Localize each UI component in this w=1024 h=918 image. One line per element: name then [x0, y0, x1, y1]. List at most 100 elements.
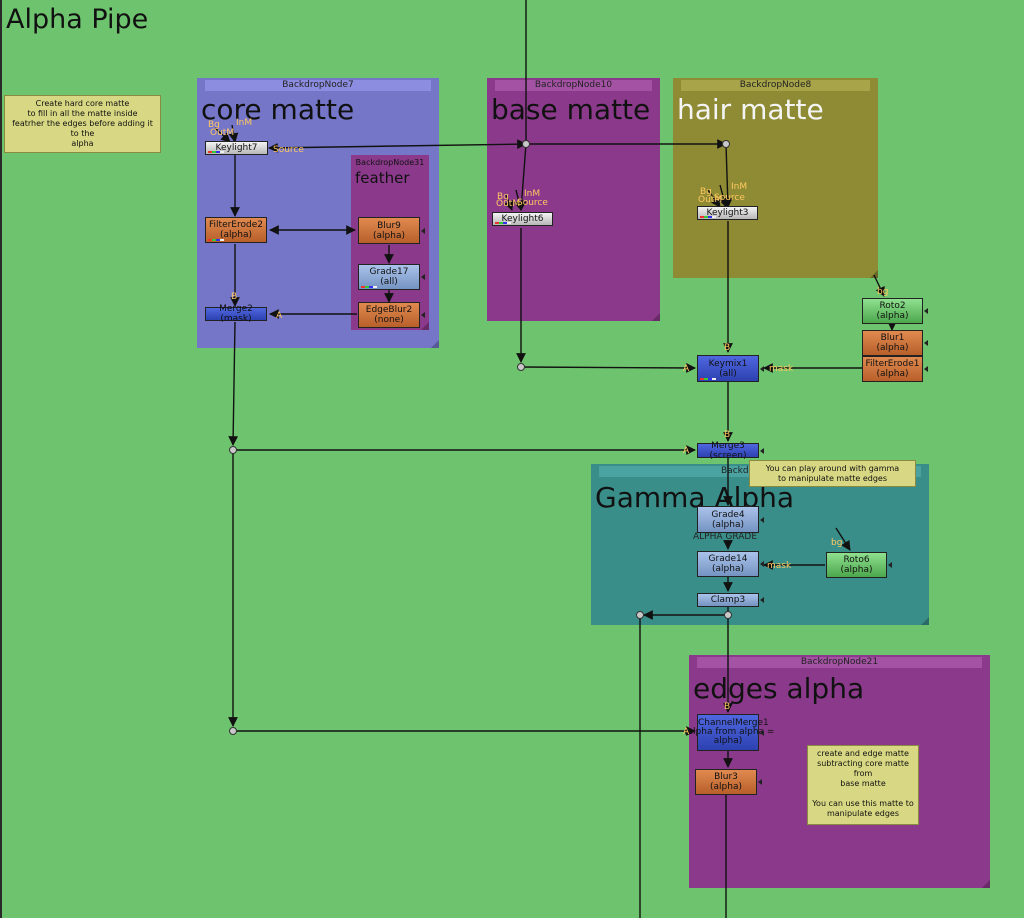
- input-arrow-icon: [760, 729, 764, 736]
- input-arrow-icon: [760, 447, 764, 454]
- node-merge3[interactable]: Merge3 (screen): [697, 440, 764, 461]
- pipe-label-outm: OutM: [698, 195, 723, 205]
- pipe-label-bg: bg: [877, 287, 889, 297]
- resize-handle[interactable]: [921, 617, 929, 625]
- node-label: FilterErode1: [865, 359, 920, 369]
- node-keylight3[interactable]: Keylight3: [697, 206, 758, 220]
- channel-indicator: [361, 286, 377, 288]
- node-sublabel: (alpha): [712, 519, 744, 530]
- pipe-label-b: B: [724, 343, 731, 353]
- node-channelmerge1[interactable]: ChannelMerge1 (alpha from alpha = alpha): [684, 714, 774, 751]
- dot-node[interactable]: [229, 446, 237, 454]
- node-merge2[interactable]: Merge2 (mask): [205, 304, 267, 324]
- node-clamp3[interactable]: Clamp3: [697, 593, 764, 607]
- input-arrow-icon: [760, 365, 764, 372]
- node-grade14[interactable]: Grade14 (alpha): [697, 551, 764, 577]
- pipe-label-bg: Bg: [700, 187, 712, 197]
- pipe-label-outm: OutM: [210, 128, 235, 138]
- dot-node[interactable]: [636, 611, 644, 619]
- pipe-label-inm: InM: [236, 118, 253, 128]
- resize-handle[interactable]: [982, 880, 990, 888]
- node-sublabel: (alpha): [876, 311, 909, 321]
- pipe-label-b: B: [231, 292, 238, 302]
- node-label: EdgeBlur2: [365, 305, 413, 315]
- input-arrow-icon: [924, 308, 928, 314]
- backdrop-hair-matte[interactable]: BackdropNode8 hair matte: [673, 78, 878, 278]
- backdrop-title: core matte: [201, 93, 355, 126]
- node-roto6[interactable]: Roto6 (alpha): [826, 552, 892, 578]
- node-label: FilterErode2: [209, 220, 263, 230]
- dot-node[interactable]: [722, 140, 730, 148]
- pipe-label-outm: OutM: [496, 199, 521, 209]
- node-sublabel: (alpha): [876, 369, 909, 379]
- resize-handle[interactable]: [421, 322, 429, 330]
- backdrop-title: base matte: [491, 93, 651, 126]
- pipe-label-b: B: [724, 702, 731, 712]
- node-sublabel: (alpha): [876, 343, 909, 353]
- node-label: Blur9: [377, 220, 401, 231]
- pipe-label-source: Source: [714, 193, 745, 203]
- backdrop-header: BackdropNode21: [697, 657, 982, 668]
- channel-indicator: [495, 222, 511, 224]
- node-label: Grade17: [369, 267, 409, 277]
- sticky-note-edges[interactable]: create and edge matte subtracting core m…: [807, 745, 919, 825]
- node-filtererode2[interactable]: FilterErode2 (alpha): [205, 217, 267, 243]
- resize-handle[interactable]: [431, 340, 439, 348]
- pipe-label-bg: Bg: [208, 120, 220, 130]
- pipe-label-a: A: [683, 446, 690, 456]
- node-keylight6[interactable]: Keylight6: [492, 212, 553, 226]
- node-grade4[interactable]: Grade4 (alpha): [697, 506, 764, 533]
- sticky-note-gamma[interactable]: You can play around with gamma to manipu…: [749, 460, 916, 487]
- node-label: Roto6: [843, 555, 870, 565]
- node-label: Keylight7: [215, 143, 258, 153]
- node-label: Merge2 (mask): [219, 304, 253, 324]
- node-label: Merge3 (screen): [709, 440, 747, 461]
- pipe-label-bg: Bg: [497, 192, 509, 202]
- node-grade17[interactable]: Grade17 (all): [358, 264, 425, 290]
- node-sublabel: (alpha): [220, 230, 252, 240]
- pipe-label-a: A: [683, 364, 690, 374]
- sticky-note-core[interactable]: Create hard core matte to fill in all th…: [4, 95, 161, 153]
- pipe-label-b: B: [724, 430, 731, 440]
- backdrop-header: BackdropNode10: [495, 80, 652, 91]
- node-label: Blur1: [880, 333, 905, 343]
- dot-node[interactable]: [522, 140, 530, 148]
- node-sublabel: (alpha): [373, 230, 405, 241]
- channel-indicator: [700, 216, 716, 218]
- node-blur9[interactable]: Blur9 (alpha): [358, 217, 425, 244]
- node-blur1[interactable]: Blur1 (alpha): [862, 330, 928, 356]
- resize-handle[interactable]: [652, 313, 660, 321]
- pipe-label-bg: bg: [831, 538, 843, 548]
- node-keymix1[interactable]: Keymix1 (all): [697, 355, 764, 382]
- node-label: Keylight3: [706, 208, 749, 218]
- resize-handle[interactable]: [870, 270, 878, 278]
- node-edgeblur2[interactable]: EdgeBlur2 (none): [358, 302, 425, 328]
- backdrop-base-matte[interactable]: BackdropNode10 base matte: [487, 78, 660, 321]
- backdrop-header: BackdropNode7: [205, 80, 431, 91]
- node-label: ChannelMerge1: [698, 718, 769, 728]
- node-keylight7[interactable]: Keylight7: [205, 141, 268, 155]
- pipe-label-a: A: [683, 727, 690, 737]
- pipe-label-mask: mask: [767, 561, 792, 571]
- input-arrow-icon: [421, 312, 425, 318]
- channel-indicator: [700, 378, 716, 380]
- dot-node[interactable]: [229, 727, 237, 735]
- input-arrow-icon: [758, 779, 762, 785]
- node-roto2[interactable]: Roto2 (alpha): [862, 298, 928, 324]
- node-label: Grade4: [711, 509, 745, 520]
- pipe-label-mask: mask: [769, 364, 794, 374]
- node-sublabel: (alpha): [840, 565, 873, 575]
- pipe-label-inm: InM: [524, 189, 541, 199]
- dot-node[interactable]: [517, 363, 525, 371]
- dot-node[interactable]: [724, 611, 732, 619]
- pipe-label-inm: InM: [731, 182, 748, 192]
- node-sublabel: (all): [719, 368, 737, 379]
- backdrop-title: edges alpha: [693, 672, 865, 705]
- node-label: Grade14: [708, 554, 748, 564]
- node-blur3[interactable]: Blur3 (alpha): [695, 769, 762, 795]
- node-filtererode1[interactable]: FilterErode1 (alpha): [862, 356, 928, 382]
- node-sublabel: (all): [380, 277, 398, 287]
- input-arrow-icon: [421, 274, 425, 280]
